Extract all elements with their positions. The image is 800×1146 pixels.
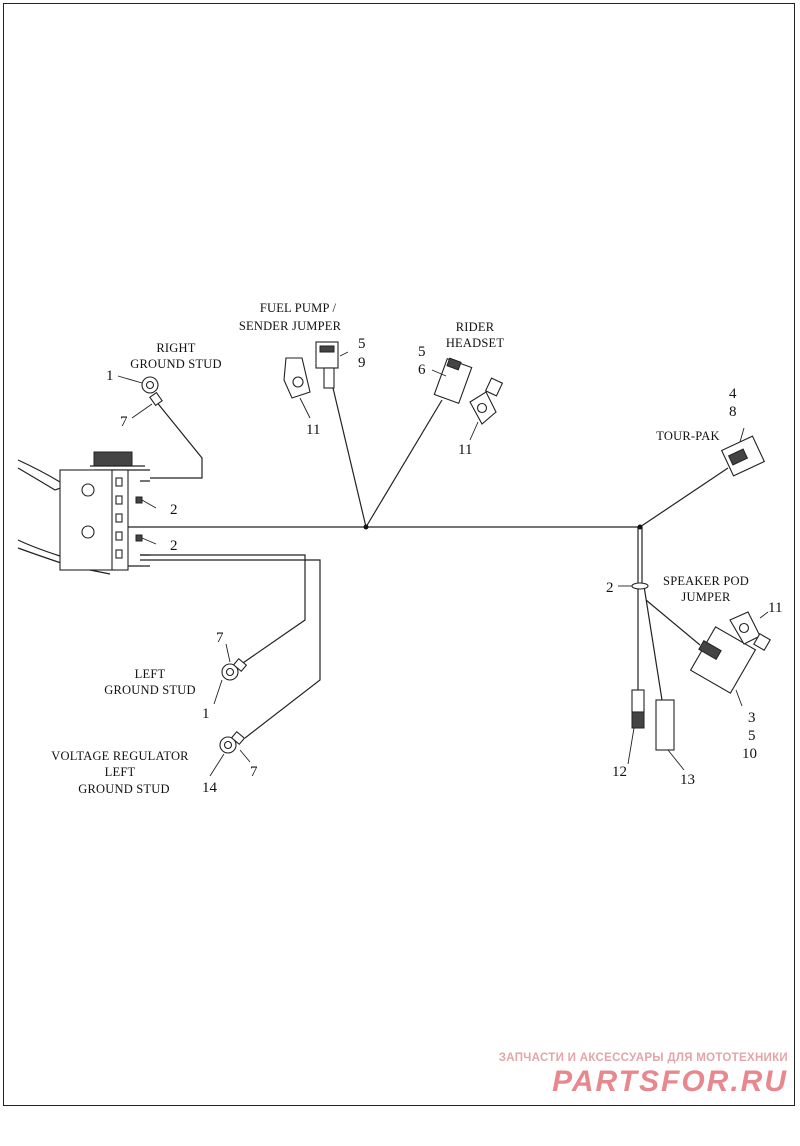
left-ground-stud-label-line1: LEFT: [135, 667, 166, 681]
harness-wires: [128, 387, 729, 739]
callout-number: 7: [250, 764, 258, 780]
junction-dot: [363, 524, 369, 530]
callout-number: 11: [458, 442, 472, 458]
callout-number: 6: [418, 362, 426, 378]
fuel-pump-connector-icon: [283, 341, 339, 399]
callout-number: 11: [768, 600, 782, 616]
callout-number: 5: [418, 344, 426, 360]
callout-number: 12: [612, 764, 627, 780]
voltage-regulator-label-line3: GROUND STUD: [78, 782, 169, 796]
rider-headset-label-line2: HEADSET: [446, 336, 505, 350]
right-ground-stud-label-line2: GROUND STUD: [130, 357, 221, 371]
callout-number: 3: [748, 710, 756, 726]
tour-pak-connector-icon: [720, 435, 766, 477]
left-ground-ring-icon: [221, 657, 248, 681]
frame-bracket: [17, 451, 150, 575]
watermark-tagline: ЗАПЧАСТИ И АКСЕССУАРЫ ДЛЯ МОТОТЕХНИКИ: [498, 1052, 788, 1064]
voltage-regulator-label-line2: LEFT: [105, 765, 136, 779]
callout-number: 5: [748, 728, 756, 744]
tour-pak-label: TOUR-PAK: [656, 429, 719, 443]
callout-number: 5: [358, 336, 366, 352]
watermark: ЗАПЧАСТИ И АКСЕССУАРЫ ДЛЯ МОТОТЕХНИКИ PA…: [488, 1052, 788, 1100]
junction-dot: [637, 524, 643, 530]
left-ground-stud-label-line2: GROUND STUD: [104, 683, 195, 697]
callout-number: 8: [729, 404, 737, 420]
speaker-pod-connector-icon: [631, 582, 771, 751]
fuel-pump-label-line2: SENDER JUMPER: [239, 319, 342, 333]
callout-number: 10: [742, 746, 757, 762]
callout-number: 9: [358, 355, 366, 371]
callout-number: 1: [202, 706, 210, 722]
callout-number: 1: [106, 368, 114, 384]
callout-number: 14: [202, 780, 218, 796]
callout-number: 4: [729, 386, 737, 402]
voltage-regulator-ring-icon: [219, 730, 246, 754]
callout-number: 2: [606, 580, 614, 596]
rider-headset-label-line1: RIDER: [456, 320, 495, 334]
callout-number: 11: [306, 422, 320, 438]
callout-number: 7: [216, 630, 224, 646]
ring-terminal-icon: [141, 376, 163, 407]
watermark-brand: PARTSFOR.RU: [552, 1065, 788, 1098]
diagram-border: [3, 3, 795, 1106]
speaker-pod-label-line1: SPEAKER POD: [663, 574, 749, 588]
callout-number: 2: [170, 502, 178, 518]
fuel-pump-label-line1: FUEL PUMP /: [260, 301, 337, 315]
leader-lines: [117, 351, 769, 777]
speaker-pod-label-line2: JUMPER: [681, 590, 731, 604]
rider-headset-connector-icon: [433, 357, 504, 425]
voltage-regulator-label-line1: VOLTAGE REGULATOR: [51, 749, 189, 763]
right-ground-stud-label-line1: RIGHT: [156, 341, 195, 355]
callout-number: 2: [170, 538, 178, 554]
callout-number: 7: [120, 414, 128, 430]
callout-number: 13: [680, 772, 695, 788]
